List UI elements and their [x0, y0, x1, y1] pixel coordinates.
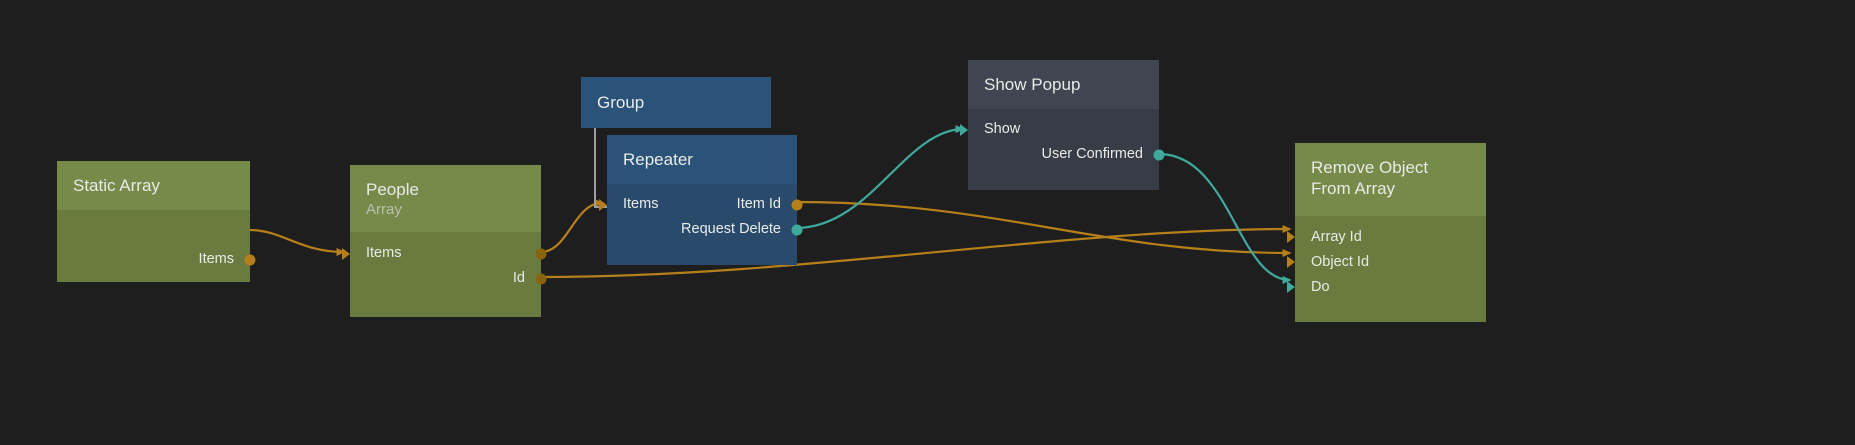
- edge-static-array-to-people: [249, 228, 346, 256]
- node-show-popup-header: Show Popup: [968, 60, 1159, 110]
- node-static-array-title: Static Array: [73, 176, 160, 195]
- port-remove-in-array-id[interactable]: Array Id: [1287, 225, 1486, 250]
- port-arrow-data[interactable]: [599, 198, 607, 211]
- port-people-in-items[interactable]: Items: [342, 241, 547, 266]
- port-label: Do: [1311, 278, 1330, 295]
- port-arrow-data[interactable]: [1287, 256, 1295, 268]
- edge-repeater-itemid-to-remove-objectid: [796, 200, 1292, 257]
- port-dot-data[interactable]: [535, 273, 547, 284]
- node-people-subtitle: Array: [366, 201, 402, 219]
- node-repeater-body: Items Item Id Request Delete: [599, 184, 803, 266]
- port-show-popup-out-user-confirmed[interactable]: User Confirmed: [968, 142, 1165, 167]
- node-group[interactable]: Group: [581, 77, 771, 129]
- port-arrow-signal[interactable]: [1287, 281, 1295, 293]
- port-label: Items: [366, 245, 402, 261]
- port-label: Item Id: [736, 196, 781, 213]
- node-group-header: Group: [581, 77, 771, 129]
- edge-showpopup-userconfirmed-to-remove-do: [1158, 152, 1292, 284]
- node-people-title: People: [366, 180, 419, 199]
- port-remove-in-object-id[interactable]: Object Id: [1287, 250, 1486, 275]
- node-repeater-header: Repeater: [607, 135, 797, 185]
- node-show-popup[interactable]: Show Popup Show User Confirmed: [960, 60, 1165, 191]
- node-static-array-header: Static Array: [57, 161, 250, 211]
- edge-people-to-repeater: [540, 199, 604, 254]
- port-label: Object Id: [1311, 253, 1370, 270]
- node-repeater[interactable]: Repeater Items Item Id Request Delete: [599, 135, 803, 266]
- node-show-popup-body: Show User Confirmed: [960, 109, 1165, 191]
- node-show-popup-title: Show Popup: [984, 75, 1081, 94]
- node-static-array[interactable]: Static Array Items: [57, 161, 256, 283]
- node-remove-object-from-array-header: Remove Object From Array: [1295, 143, 1486, 216]
- node-remove-object-from-array-body: Array Id Object Id Do: [1287, 215, 1486, 322]
- node-remove-object-from-array[interactable]: Remove Object From Array Array Id Object…: [1287, 143, 1486, 322]
- group-bracket: [594, 122, 608, 208]
- port-label: Items: [198, 251, 234, 268]
- node-static-array-body: Items: [57, 210, 256, 283]
- port-repeater-out-item-id[interactable]: Item Id: [607, 192, 797, 217]
- port-label: Request Delete: [681, 221, 781, 238]
- port-arrow-signal[interactable]: [960, 123, 968, 136]
- port-label: User Confirmed: [1041, 146, 1143, 163]
- port-dot-signal[interactable]: [1153, 149, 1165, 161]
- port-label: Array Id: [1311, 228, 1362, 245]
- port-static-array-out-items[interactable]: Items: [57, 247, 256, 272]
- port-dot-data[interactable]: [535, 248, 547, 259]
- node-repeater-title: Repeater: [623, 150, 693, 169]
- node-group-title: Group: [597, 93, 645, 112]
- port-label: Items: [623, 196, 659, 213]
- node-people[interactable]: People Array Items Id: [342, 165, 547, 317]
- port-arrow-data[interactable]: [342, 247, 350, 260]
- port-arrow-data[interactable]: [1287, 231, 1295, 243]
- node-people-body: Items Id: [342, 232, 547, 317]
- port-repeater-out-request-delete[interactable]: Request Delete: [607, 217, 803, 242]
- node-people-header: People Array: [350, 165, 541, 232]
- port-dot-data[interactable]: [244, 254, 256, 266]
- port-remove-in-do[interactable]: Do: [1287, 275, 1486, 300]
- node-remove-object-from-array-title: Remove Object From Array: [1311, 158, 1429, 199]
- port-dot-data[interactable]: [791, 199, 803, 211]
- edge-repeater-requestdelete-to-showpopup-show: [795, 125, 965, 230]
- port-dot-signal[interactable]: [791, 224, 803, 236]
- port-repeater-in-items[interactable]: Items: [599, 192, 803, 217]
- port-label: Id: [512, 270, 525, 286]
- port-people-out-id[interactable]: Id: [350, 266, 547, 291]
- port-label: Show: [984, 121, 1021, 138]
- port-show-popup-in-show[interactable]: Show: [960, 117, 1159, 142]
